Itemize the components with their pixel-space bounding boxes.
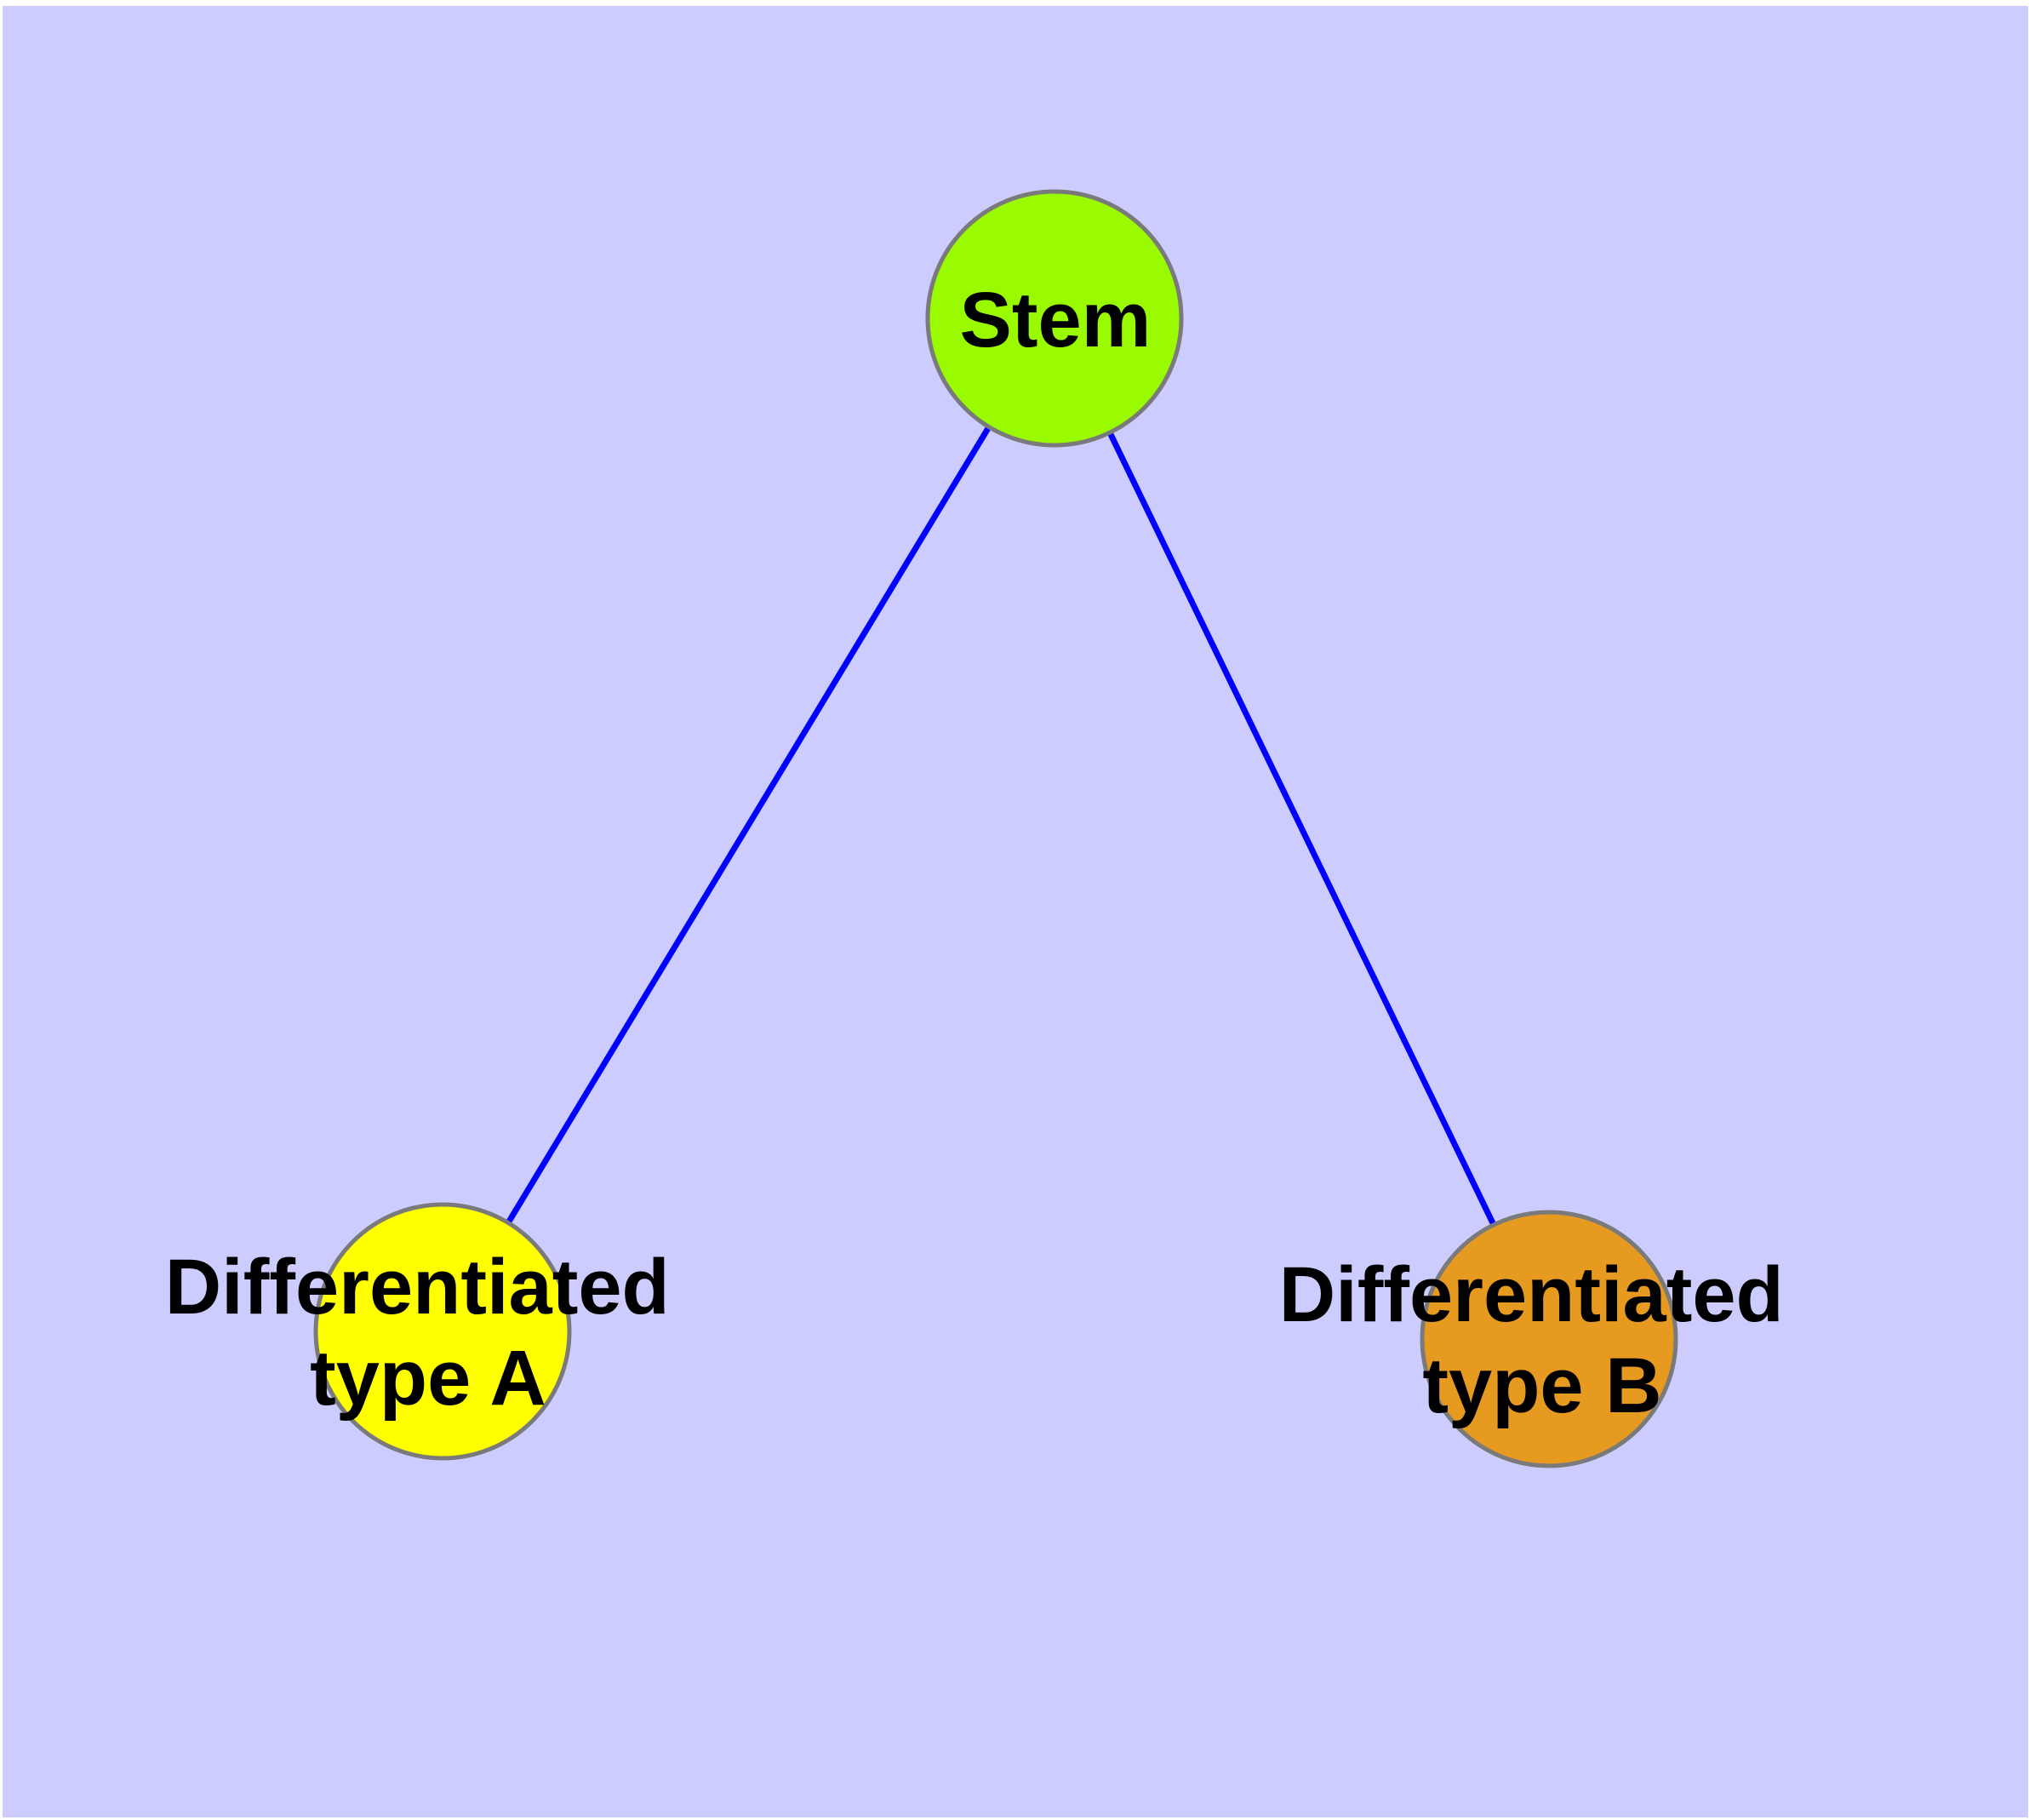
type-b-label-line-2: type B <box>1422 1342 1661 1429</box>
edge-stem-to-type-a <box>440 317 1057 1333</box>
type-b-node <box>1420 1210 1678 1468</box>
type-a-label-line-1: Differentiated <box>165 1244 670 1331</box>
edge-stem-to-type-b <box>1051 317 1552 1341</box>
stem-node-label: Stem <box>960 277 1152 363</box>
type-b-label-line-1: Differentiated <box>1279 1251 1784 1338</box>
type-a-node <box>313 1202 572 1461</box>
type-b-node-label: Differentiated type B <box>1279 1251 1806 1429</box>
type-a-label-line-2: type A <box>310 1335 546 1422</box>
stem-node <box>925 189 1184 448</box>
type-a-node-label: Differentiated type A <box>165 1244 692 1422</box>
